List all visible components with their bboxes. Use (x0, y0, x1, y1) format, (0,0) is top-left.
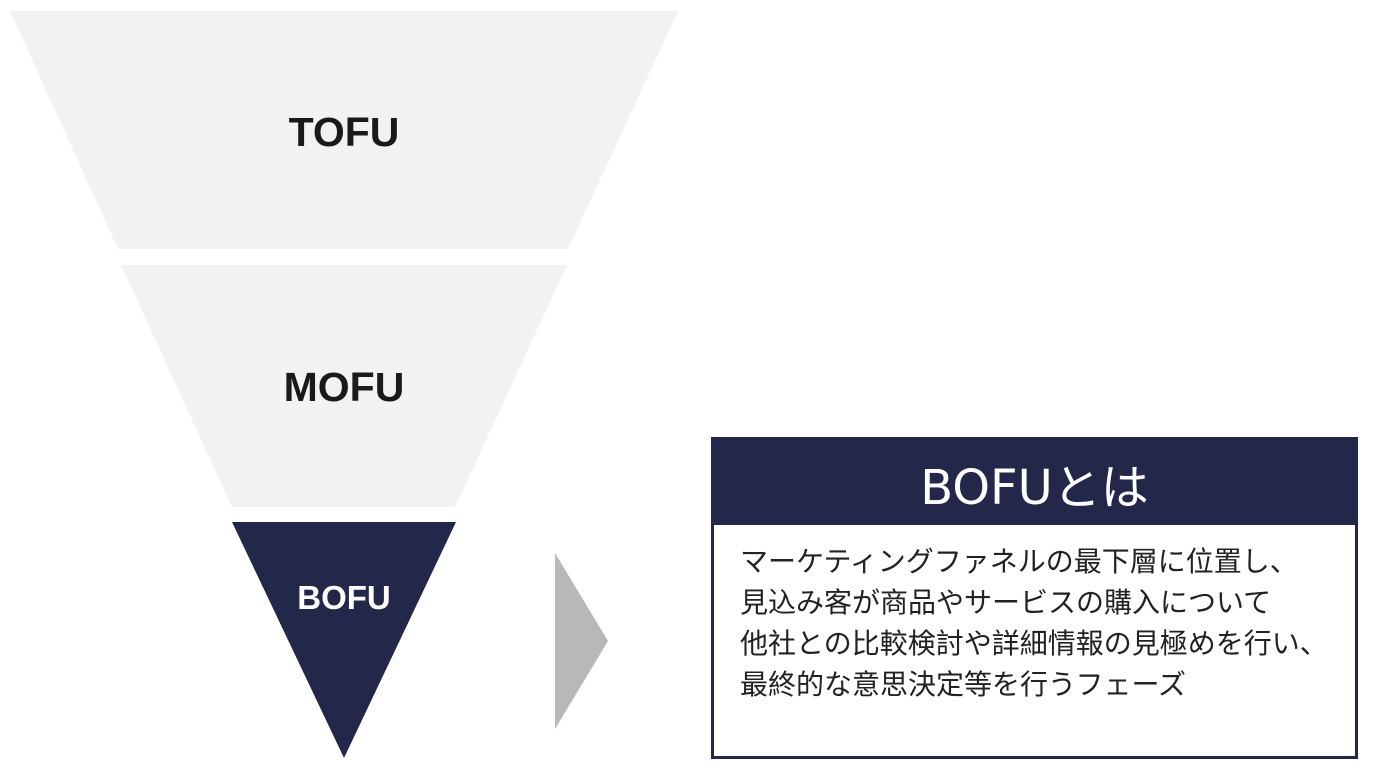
definition-title: BOFUとは (714, 440, 1355, 525)
definition-box: BOFUとは マーケティングファネルの最下層に位置し、 見込み客が商品やサービス… (711, 437, 1358, 759)
definition-line: 最終的な意思決定等を行うフェーズ (740, 668, 1187, 701)
funnel-label-tofu: TOFU (289, 109, 400, 155)
funnel-label-bofu: BOFU (297, 579, 391, 616)
funnel-label-mofu: MOFU (284, 364, 405, 410)
definition-line: 他社との比較検討や詳細情報の見極めを行い、 (740, 627, 1328, 660)
definition-text: マーケティングファネルの最下層に位置し、 見込み客が商品やサービスの購入について… (714, 525, 1355, 705)
definition-line: 見込み客が商品やサービスの購入について (740, 586, 1272, 619)
funnel-stage-tofu (10, 11, 678, 249)
funnel-stage-mofu (121, 265, 567, 507)
arrow-right-icon (555, 553, 608, 729)
funnel-stage-bofu (232, 522, 456, 758)
definition-line: マーケティングファネルの最下層に位置し、 (740, 545, 1298, 578)
